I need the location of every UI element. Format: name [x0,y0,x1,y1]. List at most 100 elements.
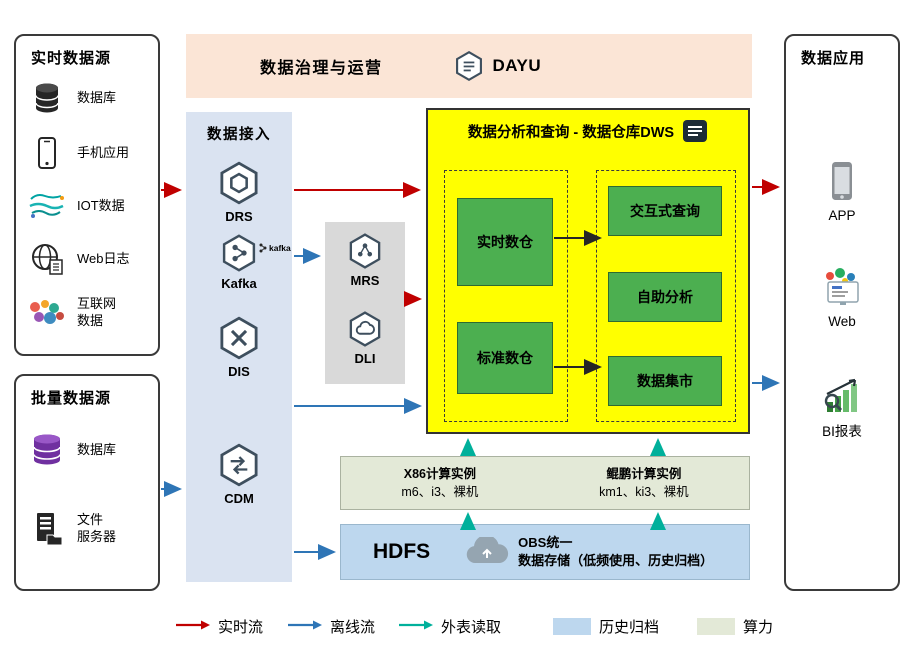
source-label: 互联网 数据 [77,296,117,328]
dws-panel: 数据分析和查询 - 数据仓库DWS 实时数仓 标准数仓 交互式查询 自助分析 数… [426,108,750,434]
service-label: DLI [354,351,376,366]
governance-title: 数据治理与运营 [260,60,383,77]
mrs-icon [349,233,381,269]
purple-database-icon [26,433,68,467]
data-ingestion-column: 数据接入 DRS [186,112,292,582]
service-label: MRS [350,273,380,288]
globe-icon [26,242,68,276]
service-dli: DLI [325,310,405,366]
batch-sources-title: 批量数据源 [31,390,112,407]
dis-icon [220,316,258,360]
kafka-logo-text: kafka [269,243,291,253]
realtime-sources-panel: 实时数据源 数据库 手机应用 [14,34,160,356]
data-mart-box: 数据集市 [608,356,722,406]
service-label: CDM [224,491,254,506]
kafka-logo-mark: kafka [259,243,291,253]
dli-icon [349,311,381,347]
drs-icon [220,161,258,205]
legend-label: 外表读取 [441,619,502,636]
source-label: IOT数据 [77,197,125,213]
legend-item-history-archive: 历史归档 [553,616,659,637]
dayu-icon [455,50,482,82]
source-item-database: 数据库 [26,75,154,121]
kafka-icon [222,234,256,272]
phone-icon [26,136,68,170]
file-server-icon [26,511,68,547]
green-box-label: 自助分析 [637,289,693,305]
kafka-mark-icon [259,243,267,253]
offline-flow-arrow-icon [288,618,322,636]
legend-label: 历史归档 [599,619,660,636]
app-item-app: APP [786,160,898,223]
dws-title-row: 数据分析和查询 - 数据仓库DWS [428,119,748,143]
compute-group-title: 鲲鹏计算实例 [606,466,682,481]
obs-storage: OBS统一 数据存储（低频使用、历史归档） [464,534,713,570]
service-label: DIS [228,364,250,379]
dayu-logo-text: DAYU [492,56,542,75]
service-mrs: MRS [325,232,405,288]
interactive-query-box: 交互式查询 [608,186,722,236]
legend-item-realtime-flow: 实时流 [176,616,263,637]
standard-warehouse-box: 标准数仓 [457,322,553,394]
data-ingestion-title: 数据接入 [207,127,271,143]
governance-banner: 数据治理与运营 DAYU [186,34,752,98]
legend-item-compute-power: 算力 [697,616,773,637]
applications-panel: 数据应用 APP Web [784,34,900,591]
green-box-label: 标准数仓 [477,350,533,366]
source-item-batch-database: 数据库 [26,427,154,473]
service-drs: DRS [186,160,292,224]
app-label: BI报表 [822,424,862,439]
app-phone-icon [832,162,852,200]
app-item-bi-report: BI报表 [786,374,898,440]
realtime-sources-title: 实时数据源 [31,50,112,67]
service-dis: DIS [186,315,292,379]
compute-group-subtitle: m6、i3、裸机 [401,485,479,499]
external-read-arrow-icon [399,618,433,636]
compute-group-subtitle: km1、ki3、裸机 [599,485,689,499]
batch-sources-panel: 批量数据源 数据库 [14,374,160,591]
storage-box: HDFS OBS统一 数据存储（低频使用、历史归档） [340,524,750,580]
self-service-analysis-box: 自助分析 [608,272,722,322]
realtime-flow-arrow-icon [176,618,210,636]
iot-icon [26,191,68,221]
bi-chart-icon [824,378,857,412]
cdm-icon [220,443,258,487]
source-item-internet-data: 互联网 数据 [26,290,154,336]
kunpeng-compute-group: 鲲鹏计算实例 km1、ki3、裸机 [599,465,689,501]
warehouse-group [444,170,568,422]
internet-data-icon [26,297,68,329]
service-label: DRS [225,209,253,224]
app-label: APP [828,208,856,223]
source-item-iot-data: IOT数据 [26,183,154,229]
source-label: 数据库 [77,89,117,105]
source-label: 手机应用 [77,144,130,160]
source-item-file-server: 文件 服务器 [26,506,154,552]
legend-label: 离线流 [330,619,376,636]
history-archive-swatch [553,618,591,635]
green-box-label: 交互式查询 [630,203,700,219]
source-item-web-log: Web日志 [26,236,154,282]
service-label: Kafka [221,276,257,291]
compute-group-title: X86计算实例 [403,466,476,481]
legend-label: 算力 [743,619,774,636]
app-item-web: Web [786,268,898,329]
dws-title: 数据分析和查询 - 数据仓库DWS [467,124,675,141]
source-label: 文件 服务器 [77,512,117,544]
hdfs-label: HDFS [373,540,431,563]
applications-title: 数据应用 [801,50,866,67]
legend-item-external-read: 外表读取 [399,616,501,637]
source-label: 数据库 [77,441,117,457]
green-box-label: 数据集市 [637,373,693,389]
legend-label: 实时流 [218,619,264,636]
source-label: Web日志 [77,250,130,266]
legend-item-offline-flow: 离线流 [288,616,375,637]
green-box-label: 实时数仓 [477,234,533,250]
service-cdm: CDM [186,442,292,506]
source-item-mobile-app: 手机应用 [26,130,154,176]
compute-power-swatch [697,618,735,635]
query-services-group [596,170,736,422]
processing-box: MRS DLI [325,222,405,384]
service-kafka: kafka Kafka [186,233,292,291]
cloud-icon [466,537,509,563]
